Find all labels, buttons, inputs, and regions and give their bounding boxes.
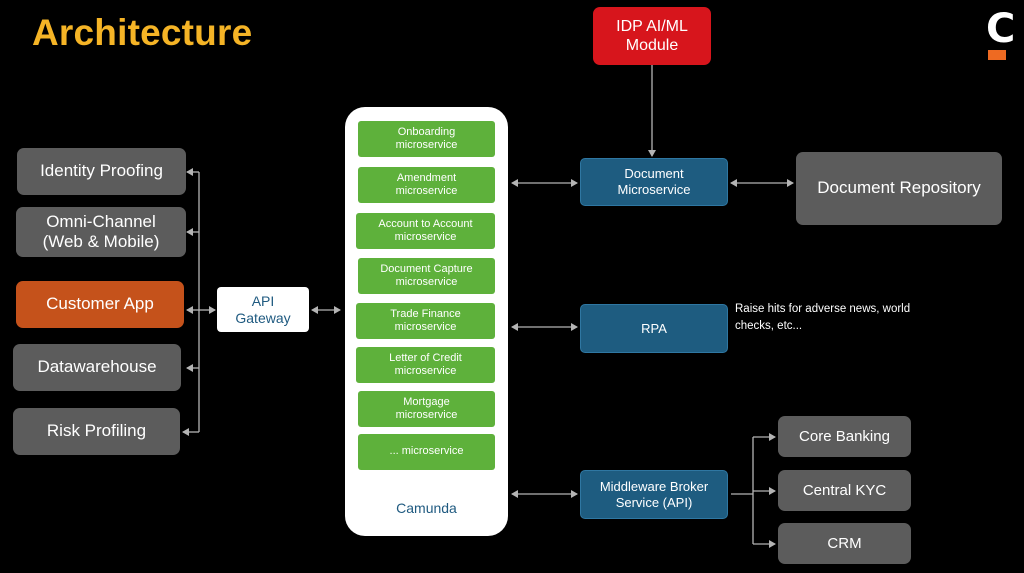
document-microservice: Document Microservice [580,158,728,206]
backend-crm: CRM [778,523,911,564]
microservice-letter-of-credit: Letter of Credit microservice [356,347,495,383]
rpa-note: Raise hits for adverse news, world check… [735,303,911,332]
microservice-mortgage: Mortgage microservice [358,391,495,427]
middleware-broker-service: Middleware Broker Service (API) [580,470,728,519]
camunda-label: Camunda [396,500,457,516]
api-gateway: API Gateway [217,287,309,332]
channel-risk-profiling: Risk Profiling [13,408,180,455]
channel-datawarehouse: Datawarehouse [13,344,181,391]
microservice-amendment: Amendment microservice [358,167,495,203]
rpa-box: RPA [580,304,728,353]
logo-accent-bar [988,50,1006,60]
microservice-trade-finance: Trade Finance microservice [356,303,495,339]
backend-core-banking: Core Banking [778,416,911,457]
idp-ai-ml-module: IDP AI/ML Module [593,7,711,65]
microservice-document-capture: Document Capture microservice [358,258,495,294]
slide-title: Architecture [32,12,253,53]
channel-customer-app: Customer App [16,281,184,328]
channel-omni-channel: Omni-Channel (Web & Mobile) [16,207,186,257]
backend-central-kyc: Central KYC [778,470,911,511]
microservice-more: ... microservice [358,434,495,470]
document-repository: Document Repository [796,152,1002,225]
microservice-account-to-account: Account to Account microservice [356,213,495,249]
channel-identity-proofing: Identity Proofing [17,148,186,195]
microservice-onboarding: Onboarding microservice [358,121,495,157]
